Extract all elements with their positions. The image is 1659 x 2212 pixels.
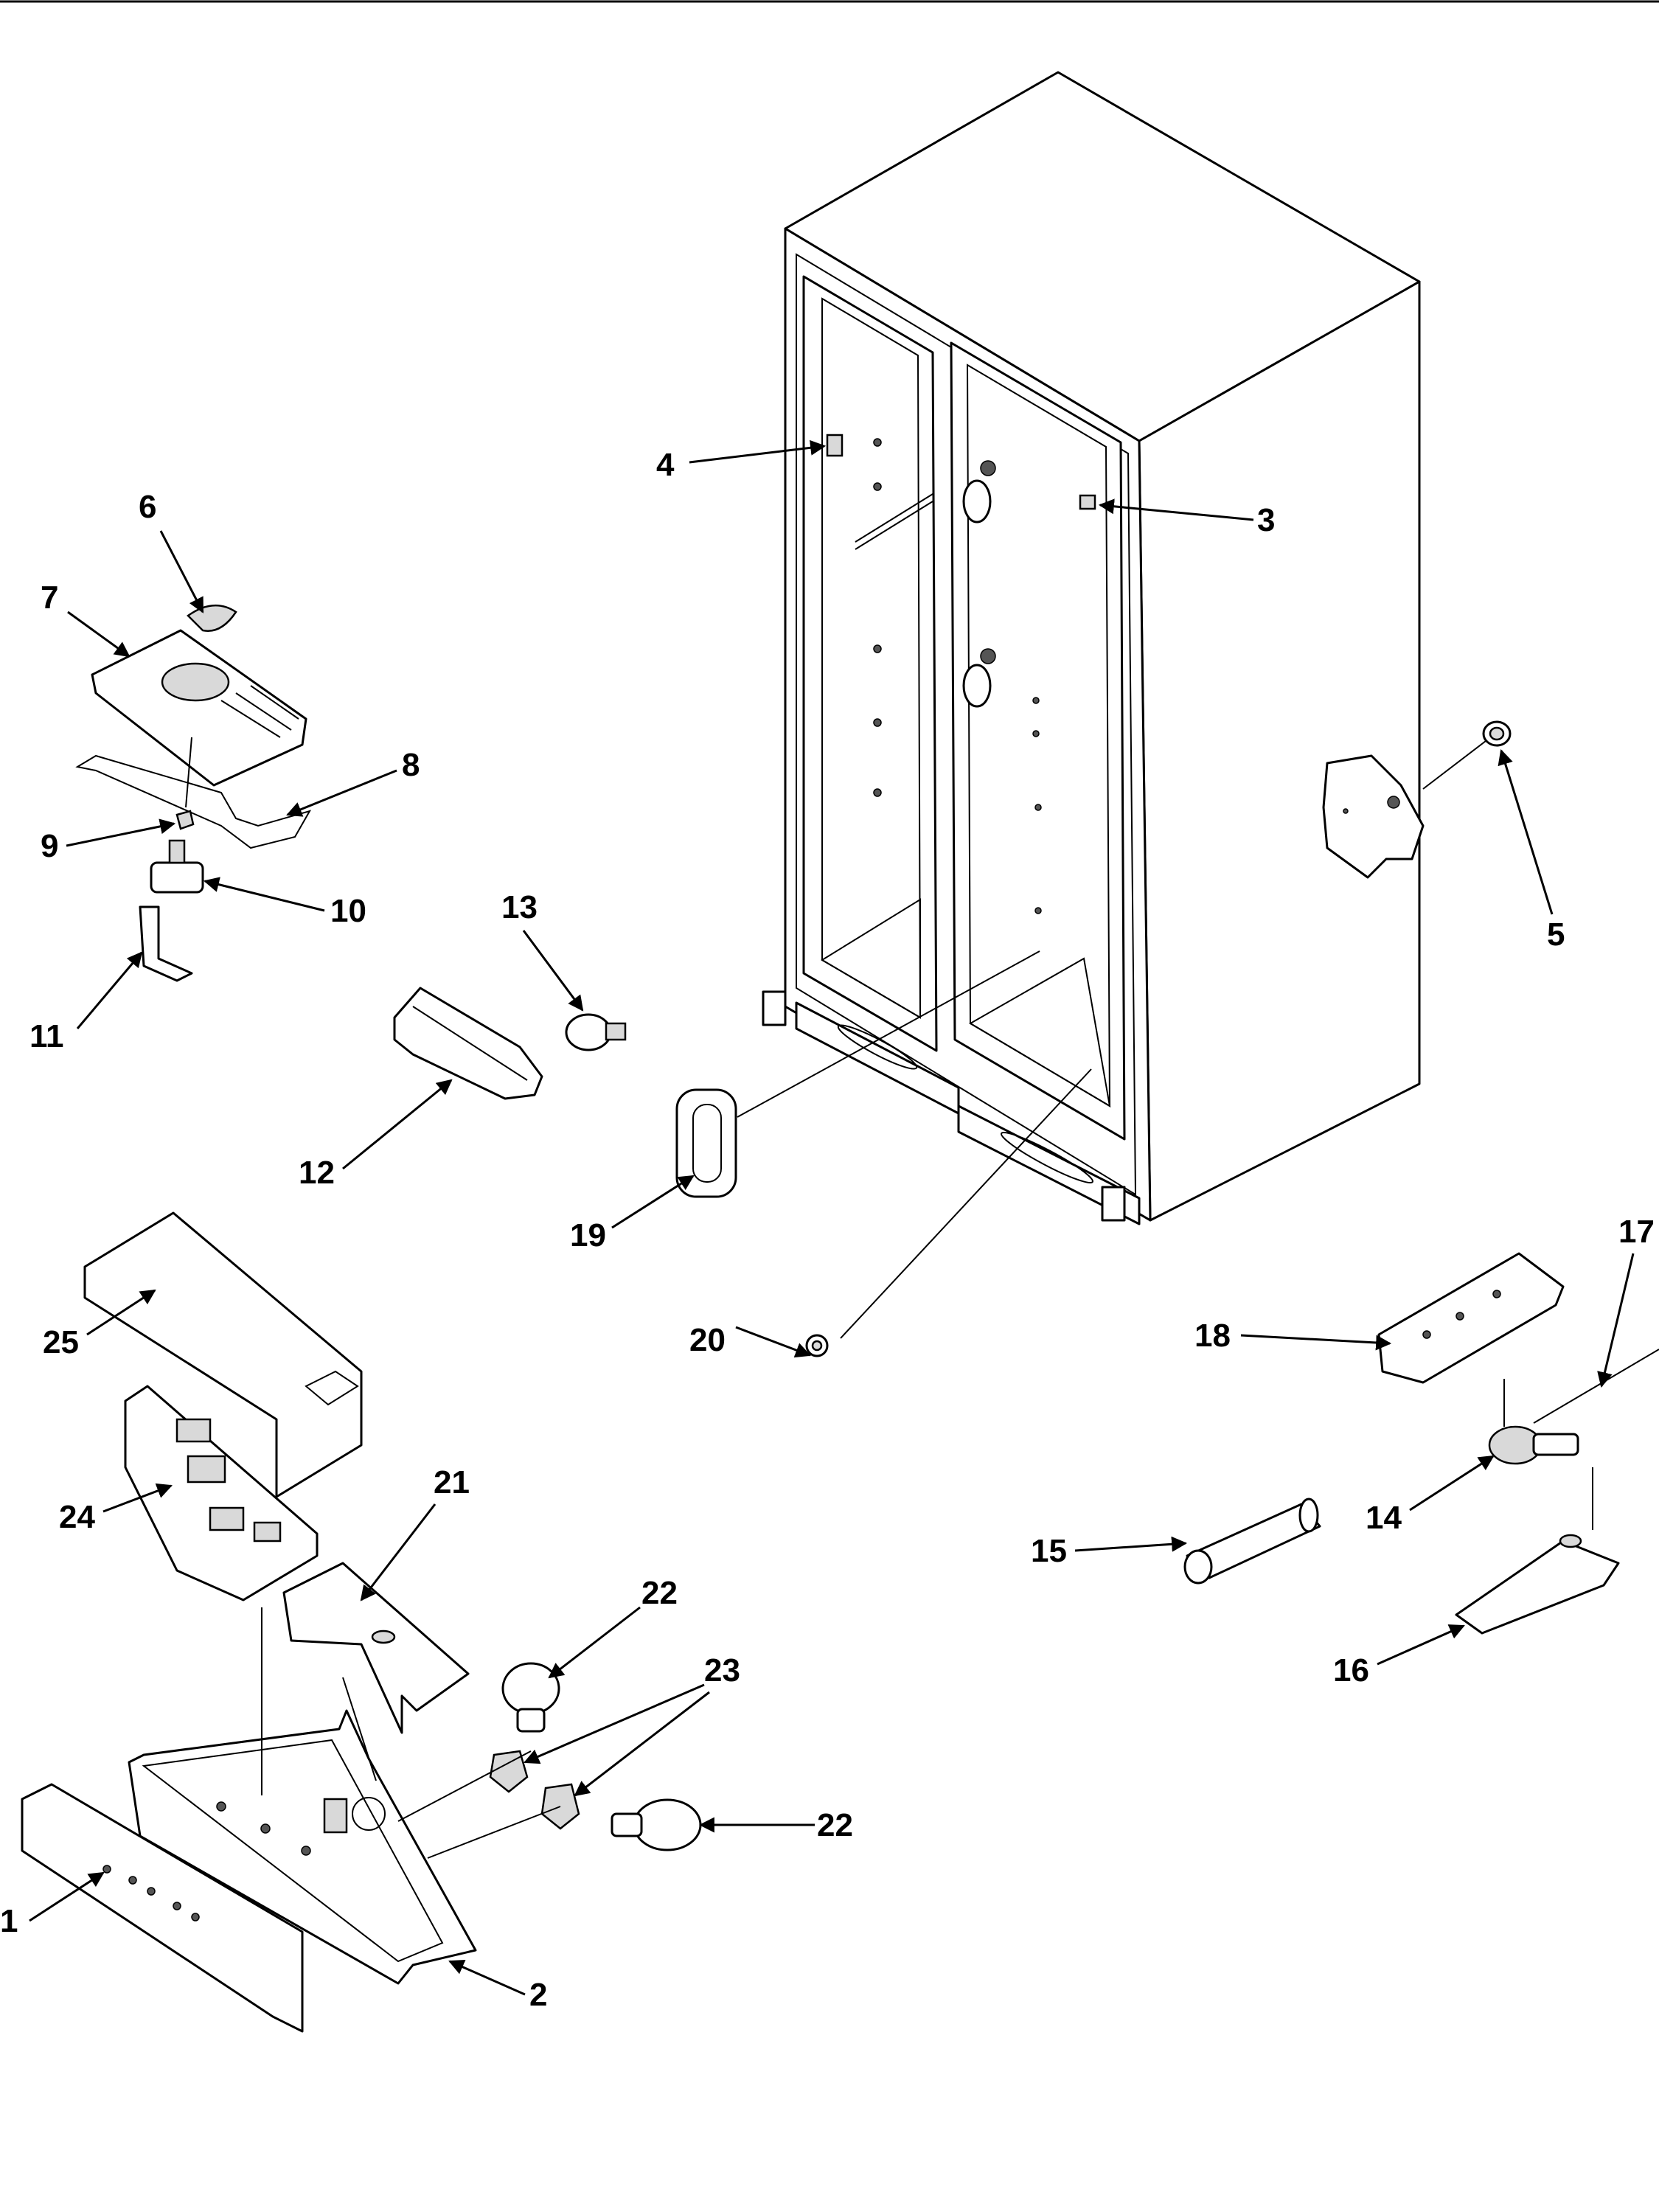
callout-18: 18 xyxy=(1194,1318,1392,1354)
callout-label: 23 xyxy=(704,1652,740,1688)
callout-4: 4 xyxy=(656,439,827,483)
callout-label: 6 xyxy=(139,489,156,525)
water-filter-group xyxy=(1183,1252,1659,1635)
callout-label: 16 xyxy=(1333,1652,1369,1688)
callout-label: 10 xyxy=(330,893,366,929)
callout-12: 12 xyxy=(299,1079,453,1191)
callout-5: 5 xyxy=(1498,748,1565,953)
callout-13: 13 xyxy=(501,889,584,1012)
callout-label: 20 xyxy=(689,1322,726,1358)
callout-21: 21 xyxy=(360,1464,470,1601)
callout-label: 17 xyxy=(1618,1214,1655,1250)
callout-label: 1 xyxy=(0,1903,18,1939)
callout-label: 3 xyxy=(1257,502,1275,538)
callout-label: 22 xyxy=(641,1575,678,1611)
callout-11: 11 xyxy=(29,951,143,1054)
callout-3: 3 xyxy=(1098,498,1275,538)
callout-14: 14 xyxy=(1366,1455,1495,1536)
callout-16: 16 xyxy=(1333,1624,1465,1688)
part-20-grommet xyxy=(805,1334,829,1357)
callout-label: 19 xyxy=(570,1217,606,1253)
callout-label: 2 xyxy=(529,1977,547,2013)
control-housing-group xyxy=(21,1211,702,2033)
callout-label: 11 xyxy=(29,1018,64,1054)
part-12-light-shield xyxy=(393,987,543,1100)
part-5-grommet xyxy=(1482,720,1512,747)
callout-9: 9 xyxy=(41,818,176,864)
callout-label: 12 xyxy=(299,1155,335,1191)
callout-label: 15 xyxy=(1031,1533,1067,1569)
callout-label: 14 xyxy=(1366,1500,1402,1536)
callout-label: 7 xyxy=(41,580,58,616)
part-13-bulb xyxy=(565,1013,627,1051)
callout-22-lower: 22 xyxy=(698,1807,853,1843)
callout-23: 23 xyxy=(524,1652,740,1797)
callout-19: 19 xyxy=(570,1175,695,1253)
callout-25: 25 xyxy=(43,1289,156,1360)
callout-6: 6 xyxy=(139,489,204,613)
callout-17: 17 xyxy=(1597,1214,1655,1388)
callout-label: 24 xyxy=(59,1499,95,1535)
fan-assembly-group xyxy=(75,604,312,982)
callout-2: 2 xyxy=(448,1960,547,2013)
callout-8: 8 xyxy=(286,747,420,817)
callout-label: 13 xyxy=(501,889,538,925)
part-19-frame xyxy=(675,1088,737,1198)
callout-label: 8 xyxy=(402,747,420,783)
callout-label: 22 xyxy=(817,1807,853,1843)
callout-15: 15 xyxy=(1031,1533,1188,1569)
callout-label: 4 xyxy=(656,447,675,483)
callout-label: 18 xyxy=(1194,1318,1231,1354)
callout-label: 5 xyxy=(1547,917,1565,953)
callout-10: 10 xyxy=(203,877,366,929)
callout-label: 9 xyxy=(41,828,58,864)
callout-label: 25 xyxy=(43,1324,79,1360)
callout-20: 20 xyxy=(689,1322,811,1358)
callout-24: 24 xyxy=(59,1483,173,1535)
callout-label: 21 xyxy=(434,1464,470,1500)
callout-1: 1 xyxy=(0,1871,105,1939)
callout-7: 7 xyxy=(41,580,131,658)
refrigerator-cabinet xyxy=(737,71,1486,1339)
callout-22-upper: 22 xyxy=(548,1575,678,1679)
